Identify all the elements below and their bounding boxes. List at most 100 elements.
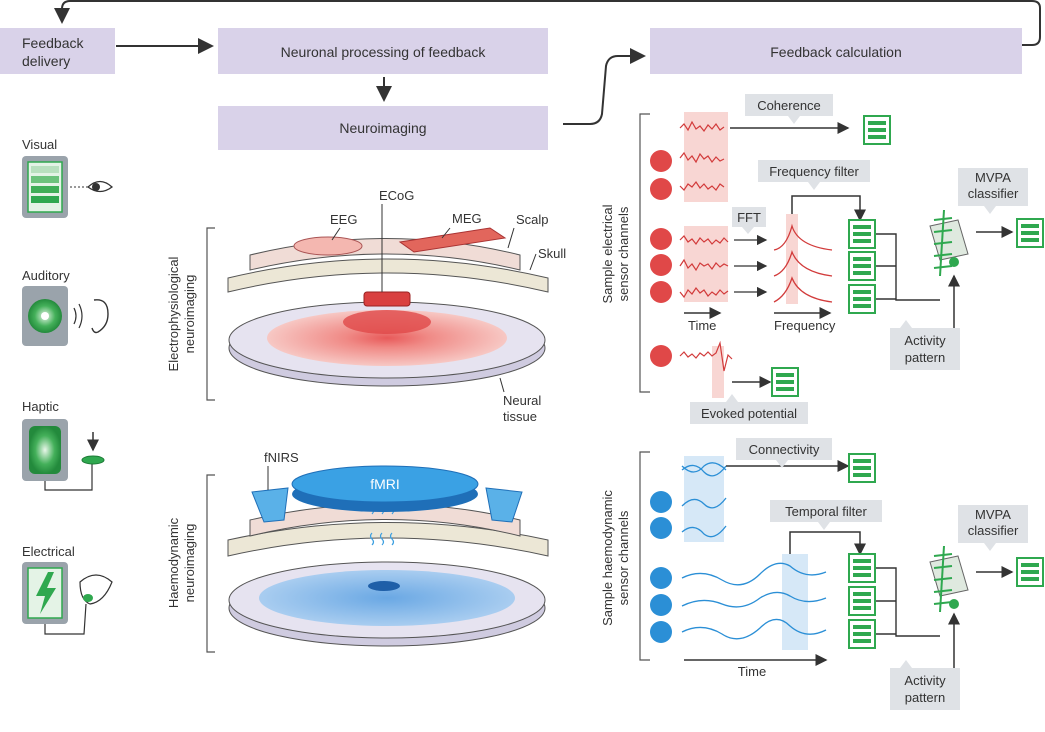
feedback-delivery-box: Feedback delivery: [0, 28, 115, 74]
electrical-traces-top: [679, 120, 725, 191]
electrical-activity-connectors: [876, 233, 940, 301]
fnirs-optode-left: [251, 487, 289, 523]
feedback-calculation-label: Feedback calculation: [770, 44, 902, 60]
electrical-feature-bar-2: [848, 251, 876, 281]
modality-auditory-label: Auditory: [22, 268, 70, 283]
electrical-mvpa-icon: [929, 209, 969, 277]
eeg-electrode: [293, 236, 363, 256]
frequency-filter-label: Frequency filter: [769, 164, 859, 179]
haemo-mvpa-label-2: classifier: [968, 523, 1019, 538]
fft-arrows: [734, 234, 768, 298]
haptic-device-icon: [22, 419, 105, 491]
electrical-traces-mid: [679, 235, 729, 299]
fnirs-optode-right: [485, 487, 523, 523]
frequency-label: Frequency: [774, 318, 836, 333]
fft-label: FFT: [737, 210, 761, 225]
modality-visual-label: Visual: [22, 137, 57, 152]
haemo-side-label: Haemodynamic neuroimaging: [166, 517, 197, 608]
frequency-spectra: [773, 223, 833, 303]
evoked-trace: [679, 340, 733, 372]
connectivity-feedback-bar: [848, 453, 876, 483]
evoked-potential-label-box: Evoked potential: [690, 394, 808, 424]
electrical-mvpa-label-2: classifier: [968, 186, 1019, 201]
modality-haptic-label: Haptic: [22, 399, 59, 414]
visual-display-icon: [22, 156, 88, 218]
electrical-activity-label: Activity: [904, 333, 946, 348]
connectivity-label-box: Connectivity: [736, 438, 832, 468]
haemo-feature-bar-2: [848, 586, 876, 616]
feedback-delivery-label-2: delivery: [22, 53, 70, 69]
temporal-filter-label-box: Temporal filter: [770, 500, 882, 530]
haemo-traces-top: [681, 462, 727, 538]
svg-text:Electrophysiological: Electrophysiological: [166, 256, 181, 371]
eye-icon: [86, 180, 114, 193]
haemo-analysis-bracket: [639, 451, 650, 661]
ear-icon: [73, 299, 109, 334]
tongue-icon: [79, 574, 113, 605]
arrow-haemo-activity-to-mvpa: [916, 612, 960, 677]
svg-text:sensor channels: sensor channels: [616, 510, 631, 605]
electro-side-label: Electrophysiological neuroimaging: [166, 256, 197, 371]
fnirs-label: fNIRS: [264, 450, 299, 465]
haemo-analysis-side-label: Sample haemodynamic sensor channels: [600, 490, 631, 626]
arrow-temporal-filter: [789, 531, 866, 556]
svg-text:Sample electrical: Sample electrical: [600, 204, 615, 303]
ecog-label: ECoG: [379, 188, 414, 203]
neuroimaging-box: Neuroimaging: [218, 106, 548, 150]
frequency-filter-label-box: Frequency filter: [758, 160, 870, 190]
haemo-activity-label: Activity: [904, 673, 946, 688]
haemo-mvpa-output-bar: [1016, 557, 1044, 587]
neuronal-processing-label: Neuronal processing of feedback: [281, 44, 487, 60]
electrical-analysis-bracket: [639, 113, 650, 393]
eeg-label: EEG: [330, 212, 357, 227]
neural-tissue-label-2: tissue: [503, 409, 537, 424]
evoked-feedback-bar: [771, 367, 799, 397]
connectivity-label: Connectivity: [749, 442, 820, 457]
skull-label: Skull: [538, 246, 566, 261]
speaker-icon: [22, 286, 68, 346]
electrical-mvpa-label: MVPA: [975, 170, 1011, 185]
haemo-traces-main: [681, 562, 827, 640]
electrical-activity-label-2: pattern: [905, 350, 945, 365]
haemo-feature-bar-3: [848, 619, 876, 649]
neural-tissue-label: Neural: [503, 393, 541, 408]
neuronal-processing-box: Neuronal processing of feedback: [218, 28, 548, 74]
haemo-skull-layer: [227, 522, 549, 557]
temporal-filter-label: Temporal filter: [785, 504, 867, 519]
ecog-electrode: [363, 291, 411, 307]
feedback-delivery-label: Feedback: [22, 35, 84, 51]
electrical-mvpa-output-bar: [1016, 218, 1044, 248]
haemo-feature-bar-1: [848, 553, 876, 583]
electrical-feature-bar-3: [848, 284, 876, 314]
fft-label-box: FFT: [732, 207, 766, 234]
svg-text:sensor channels: sensor channels: [616, 206, 631, 301]
modality-electrical-label: Electrical: [22, 544, 75, 559]
connectivity-window: [684, 456, 724, 542]
svg-text:Haemodynamic: Haemodynamic: [166, 517, 181, 608]
haemo-sensor-channels: [650, 491, 672, 643]
neuroimaging-label: Neuroimaging: [339, 120, 426, 136]
haemo-bracket: [206, 474, 215, 653]
feedback-calculation-box: Feedback calculation: [650, 28, 1022, 74]
haemo-activity-label-2: pattern: [905, 690, 945, 705]
temporal-filter-window: [782, 554, 808, 650]
electrical-stimulator-icon: [22, 562, 87, 635]
coherence-label-box: Coherence: [745, 94, 833, 124]
fmri-scanner: fMRI: [291, 465, 479, 512]
arrow-frequency-filter: [791, 195, 866, 222]
svg-text:neuroimaging: neuroimaging: [182, 524, 197, 603]
meg-sensor: [398, 227, 507, 253]
evoked-potential-label: Evoked potential: [701, 406, 797, 421]
fmri-label: fMRI: [370, 476, 400, 492]
electro-bracket: [206, 227, 215, 401]
electrical-activity-pattern-box: Activity pattern: [890, 320, 960, 370]
electrical-analysis-side-label: Sample electrical sensor channels: [600, 204, 631, 303]
frequency-band-window: [786, 214, 798, 304]
electrical-feature-bar-1: [848, 219, 876, 249]
scalp-label: Scalp: [516, 212, 549, 227]
electrical-time-label: Time: [688, 318, 716, 333]
electro-neural-tissue: [228, 301, 546, 387]
haemo-mvpa-icon: [929, 545, 969, 613]
haemo-mvpa-label: MVPA: [975, 507, 1011, 522]
